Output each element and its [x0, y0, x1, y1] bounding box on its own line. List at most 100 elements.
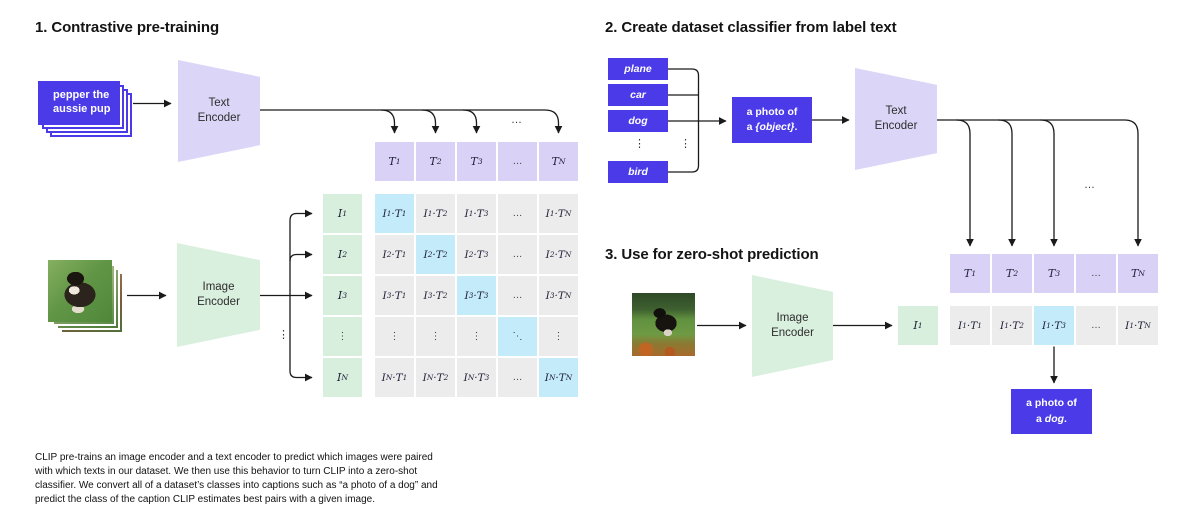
- s1-text-fan-drop1: [380, 109, 399, 134]
- dog-photo: [632, 293, 695, 356]
- result-line2: a dog.: [1036, 412, 1067, 427]
- bracket-ellipsis: ⋮: [680, 138, 691, 150]
- s2-text-encoder-block: Text Encoder: [855, 68, 937, 170]
- text-card-line1: pepper the: [53, 89, 110, 102]
- s1-left-ellipsis: ⋮: [278, 329, 289, 341]
- caption-line1: CLIP pre-trains an image encoder and a t…: [35, 452, 433, 463]
- s1-text-encoder-line1: Text: [208, 97, 230, 110]
- matrix-cell: …: [498, 358, 537, 397]
- s1-fan-ellipsis: …: [511, 114, 523, 126]
- label-box-dog: dog: [608, 110, 668, 132]
- s3-image-encoder-line1: Image: [776, 312, 809, 325]
- prompt-suffix: .: [794, 121, 798, 133]
- figure-caption: CLIP pre-trains an image encoder and a t…: [35, 451, 475, 507]
- result-suffix: .: [1064, 412, 1067, 425]
- section1-title: 1. Contrastive pre-training: [35, 19, 220, 36]
- section3-title: 3. Use for zero-shot prediction: [605, 246, 819, 263]
- label-plane: plane: [624, 63, 652, 75]
- text-card-line2: aussie pup: [53, 103, 111, 115]
- label-box-plane: plane: [608, 58, 668, 80]
- s1-image-encoder-line2: Encoder: [197, 296, 240, 308]
- s2-text-encoder-line1: Text: [885, 105, 907, 118]
- s2-text-fan-drop3: [1040, 119, 1058, 247]
- matrix-cell: …: [498, 194, 537, 233]
- matrix-cell: …: [498, 235, 537, 274]
- prediction-result-box: a photo of a dog.: [1011, 389, 1092, 434]
- prompt-line2: a {object}.: [747, 120, 798, 135]
- s1-image-encoder-label: Image Encoder: [197, 280, 240, 310]
- caption-line3: classifier. We convert all of a dataset’…: [35, 480, 438, 491]
- label-box-car: car: [608, 84, 668, 106]
- t-header-cell-ellipsis: …: [498, 142, 537, 181]
- s2-text-fan-trunk: [937, 119, 1142, 247]
- prompt-object-token: {object}: [755, 121, 795, 133]
- s1-text-encoder-block: Text Encoder: [178, 60, 260, 162]
- s1-left-trunk-down: [289, 295, 313, 382]
- s1-image-encoder-block: Image Encoder: [177, 243, 260, 347]
- text-input-card: pepper the aussie pup: [38, 81, 120, 125]
- matrix-cell: ⋮: [375, 317, 414, 356]
- matrix-cell: ⋮: [416, 317, 455, 356]
- s1-image-encoder-line1: Image: [202, 281, 235, 294]
- puppy-photo: [48, 260, 112, 322]
- s3-image-encoder-label: Image Encoder: [771, 311, 814, 341]
- s1-text-fan-drop3: [462, 109, 481, 134]
- labels-ellipsis: ⋮: [634, 138, 645, 150]
- s3-image-encoder-line2: Encoder: [771, 327, 814, 339]
- result-object-token: dog: [1044, 412, 1065, 425]
- rt-cell-ellipsis: …: [1076, 254, 1116, 293]
- matrix-cell: …: [498, 276, 537, 315]
- s1-text-encoder-label: Text Encoder: [198, 96, 241, 126]
- product-cell-ellipsis: …: [1076, 306, 1116, 345]
- s2-text-encoder-line2: Encoder: [874, 120, 918, 132]
- s3-image-encoder-block: Image Encoder: [752, 275, 833, 377]
- s1-left-trunk-up: [289, 209, 313, 296]
- prompt-line2-pre: a: [746, 121, 756, 133]
- section2-title: 2. Create dataset classifier from label …: [605, 19, 897, 36]
- s2-text-fan-drop2: [998, 119, 1016, 247]
- prompt-template-box: a photo of a {object}.: [732, 97, 812, 143]
- matrix-cell: ⋮: [539, 317, 578, 356]
- label-box-bird: bird: [608, 161, 668, 183]
- s1-left-branch-i2: [289, 250, 313, 262]
- s1-text-fan-drop2: [421, 109, 440, 134]
- label-bird: bird: [628, 166, 648, 178]
- matrix-cell: ⋮: [457, 317, 496, 356]
- caption-line2: with which texts in our dataset. We then…: [35, 466, 418, 477]
- result-line2-pre: a: [1036, 412, 1045, 425]
